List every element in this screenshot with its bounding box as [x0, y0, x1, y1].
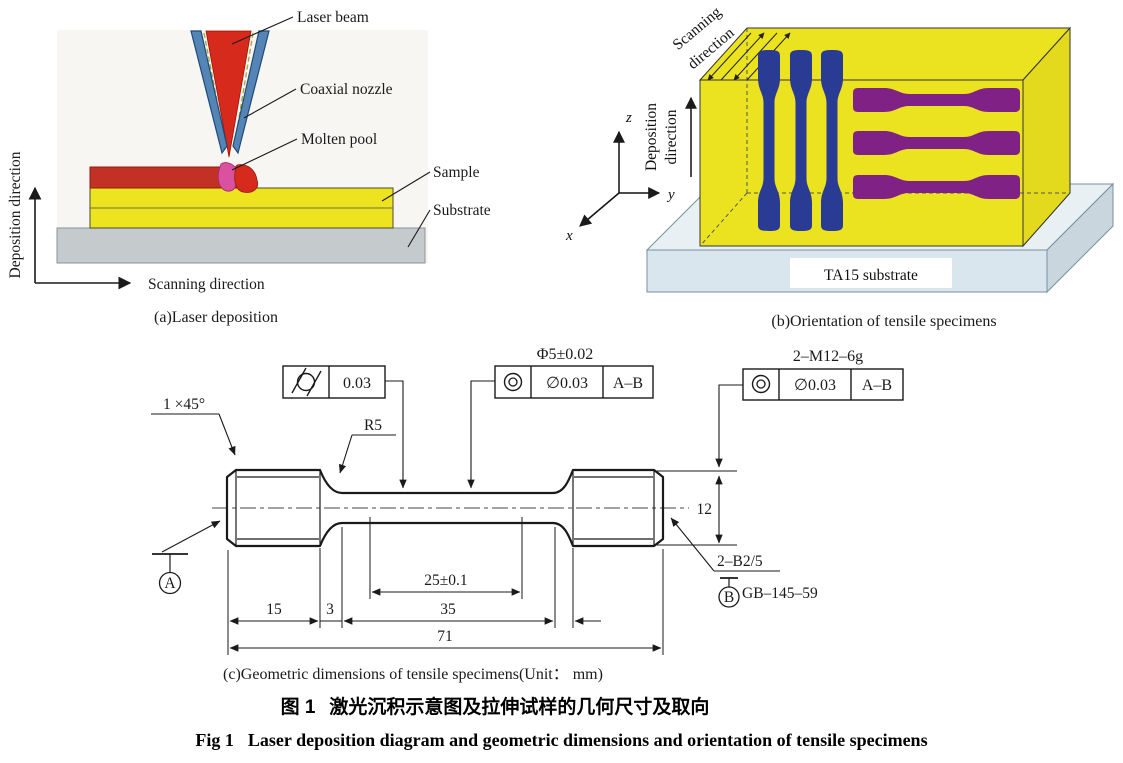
leader-sample: [381, 171, 431, 202]
coaxial-nozzle-label: Coaxial nozzle: [300, 81, 393, 98]
block-top-face: [698, 27, 1072, 81]
panel-b-caption: (b)Orientation of tensile specimens: [771, 313, 996, 330]
specimen-detail-lines: [235, 470, 655, 546]
chamfer-label: 1 ×45°: [163, 396, 205, 413]
panel-c-dimensions: 15 3 25±0.1 35 71 12 1 ×45° R5 0.03: [151, 346, 904, 683]
datum-a-label: A: [164, 575, 176, 592]
fillet-callout: R5: [338, 417, 396, 474]
dim-12-label: 12: [697, 501, 713, 518]
figure-caption-zh: 图 1 激光沉积示意图及拉伸试样的几何尺寸及取向: [0, 692, 990, 719]
substrate-label: Substrate: [433, 202, 491, 219]
dim-35-label: 35: [440, 601, 456, 618]
x-axis: [579, 192, 620, 227]
thread-standard-label: GB–145–59: [742, 585, 818, 602]
scanning-direction-label: Scanning direction: [148, 276, 265, 293]
leader-coaxial-nozzle: [243, 88, 297, 119]
concentricity-icon: [751, 374, 771, 394]
concentricity-icon: [503, 372, 523, 392]
thread-runout-value: ∅0.03: [794, 377, 836, 394]
thread-runout-datum: A–B: [862, 377, 892, 394]
dimension-lines: [229, 475, 723, 652]
deposition-direction-line2: direction: [663, 109, 680, 164]
laser-beam-cone: [205, 30, 252, 158]
datum-a: A: [152, 520, 221, 595]
thread-runout-frame: 2–M12–6g ∅0.03 A–B: [715, 348, 904, 468]
molten-pool-inner: [217, 162, 237, 192]
fillet-label: R5: [364, 417, 382, 434]
panel-b-axes: [579, 130, 661, 227]
panel-a-laser-deposition: Laser beam Coaxial nozzle Molten pool Sa…: [7, 9, 491, 326]
gauge-runout-frame: Φ5±0.02 ∅0.03 A–B: [467, 346, 654, 489]
deposited-layer: [89, 166, 238, 189]
leader-laser-beam: [231, 16, 294, 45]
datum-b-label: B: [724, 589, 734, 606]
undercut-callout: 2–B2/5: [670, 517, 780, 572]
datum-b: B GB–145–59: [718, 577, 818, 608]
sample-label: Sample: [433, 164, 480, 181]
substrate-block: [56, 227, 426, 264]
gauge-runout-datum: A–B: [613, 375, 643, 392]
vertical-specimens: [758, 50, 843, 231]
horizontal-specimens: [853, 88, 1020, 199]
panel-b-orientation: TA15 substrate z y x Deposition directio…: [565, 3, 1115, 330]
slab-right-face: [1046, 182, 1114, 294]
substrate-label-box: [790, 258, 952, 288]
figure-number-zh: 图 1: [280, 697, 316, 718]
panel-a-caption: (a)Laser deposition: [154, 309, 278, 326]
panel-c-caption: (c)Geometric dimensions of tensile speci…: [223, 666, 603, 683]
extension-lines: [227, 470, 737, 655]
dim-71-label: 71: [437, 628, 453, 645]
molten-pool-label: Molten pool: [301, 131, 377, 148]
dim-15-label: 15: [266, 601, 282, 618]
deposition-direction-line1: Deposition: [643, 103, 660, 171]
y-axis-label: y: [666, 187, 675, 203]
figure-caption-en: Fig 1 Laser deposition diagram and geomet…: [0, 730, 1123, 751]
cylindricity-value: 0.03: [343, 375, 371, 392]
laser-beam-label: Laser beam: [297, 9, 369, 26]
deposition-direction-annotation: Deposition direction: [643, 96, 697, 177]
figure-title-zh: 激光沉积示意图及拉伸试样的几何尺寸及取向: [329, 697, 710, 718]
leader-substrate: [407, 209, 431, 248]
gauge-runout-value: ∅0.03: [546, 375, 588, 392]
cylindricity-frame: 0.03: [282, 365, 407, 489]
chamfer-callout: 1 ×45°: [151, 396, 236, 456]
x-axis-label: x: [565, 228, 573, 244]
deposition-direction-label: Deposition direction: [7, 151, 24, 278]
panel-a-annotations: [231, 16, 431, 248]
cylindricity-icon: [291, 367, 322, 397]
gauge-runout-leader: [467, 380, 495, 489]
figure-number-en: Fig 1: [195, 730, 234, 750]
undercut-label: 2–B2/5: [717, 553, 763, 570]
ta15-substrate-label: TA15 substrate: [824, 267, 918, 284]
z-axis-label: z: [625, 110, 632, 126]
thread-runout-leader: [715, 384, 743, 468]
nozzle-left-wall: [190, 30, 228, 155]
thread-spec-label: 2–M12–6g: [793, 348, 863, 365]
figure-title-en: Laser deposition diagram and geometric d…: [247, 730, 928, 750]
dim-3-label: 3: [326, 601, 334, 618]
cylindricity-leader: [385, 380, 407, 489]
dim-25-label: 25±0.1: [424, 572, 467, 589]
leader-molten-pool: [231, 138, 298, 171]
panel-a-axes: Deposition direction Scanning direction: [7, 151, 265, 293]
gauge-diameter-label: Φ5±0.02: [537, 346, 593, 363]
